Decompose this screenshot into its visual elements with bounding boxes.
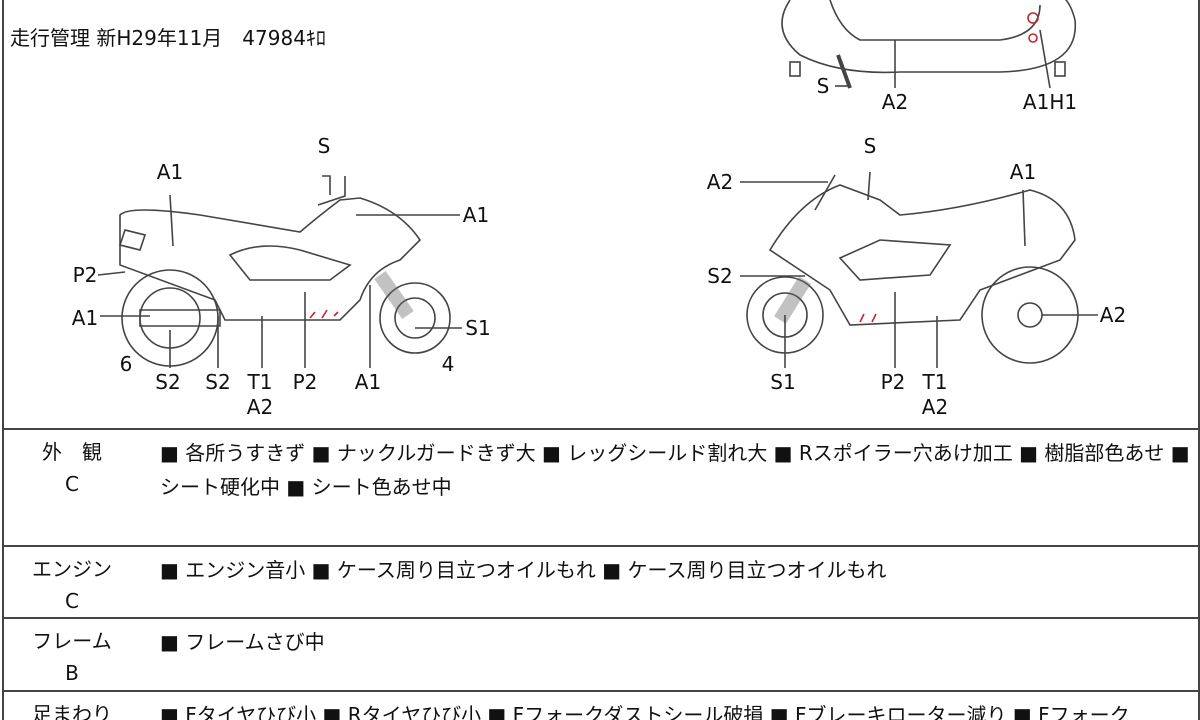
section-grade: B [65, 661, 79, 685]
right-side-motorcycle [740, 171, 1098, 368]
top-view-motorcycle [781, 0, 1077, 89]
part-label: A1 [354, 370, 382, 394]
part-label: A2 [881, 90, 909, 114]
part-label: S2 [205, 370, 231, 394]
part-label: P2 [72, 263, 98, 287]
section-title: 外 観 [42, 440, 102, 464]
part-label: 4 [441, 352, 455, 376]
section-notes: ■ 各所うすきず ■ ナックルガードきず大 ■ レッグシールド割れ大 ■ Rスポ… [160, 441, 1190, 499]
section-notes: ■ Fタイヤひび小 ■ Rタイヤひび小 ■ Fフォークダストシール破損 ■ Fブ… [160, 703, 1130, 720]
section-label: 足まわり [2, 698, 142, 720]
part-label: A2 [921, 395, 949, 419]
part-label: S2 [155, 370, 181, 394]
section-frame: フレーム B ■ フレームさび中 [2, 617, 1198, 690]
part-label: A2 [246, 395, 274, 419]
part-label: T1 [247, 370, 273, 394]
part-label: A2 [706, 170, 734, 194]
section-exterior: 外 観 C ■ 各所うすきず ■ ナックルガードきず大 ■ レッグシールド割れ大 … [2, 428, 1198, 545]
mileage-info: 走行管理 新H29年11月 47984ｷﾛ [10, 26, 326, 50]
part-label: T1 [922, 370, 948, 394]
part-label: A1 [462, 203, 490, 227]
part-label: S2 [707, 264, 733, 288]
part-label: S [816, 74, 830, 98]
section-label: フレーム B [2, 625, 142, 689]
section-grade: C [65, 472, 79, 496]
part-label: S1 [465, 316, 491, 340]
part-label: S1 [770, 370, 796, 394]
part-label: S [317, 134, 331, 158]
section-engine: エンジン C ■ エンジン音小 ■ ケース周り目立つオイルもれ ■ ケース周り目立… [2, 545, 1198, 617]
section-title: エンジン [32, 557, 112, 581]
section-suspension: 足まわり ■ Fタイヤひび小 ■ Rタイヤひび小 ■ Fフォークダストシール破損… [2, 690, 1198, 720]
section-label: エンジン C [2, 553, 142, 617]
part-label: A1 [156, 160, 184, 184]
left-side-motorcycle [97, 175, 462, 368]
part-label: A1H1 [1022, 90, 1078, 114]
part-label: A1 [1009, 160, 1037, 184]
section-label: 外 観 C [2, 436, 142, 500]
part-label: A2 [1099, 303, 1127, 327]
part-label: 6 [119, 352, 133, 376]
section-title: フレーム [32, 629, 112, 653]
section-grade: C [65, 589, 79, 613]
section-notes: ■ エンジン音小 ■ ケース周り目立つオイルもれ ■ ケース周り目立つオイルもれ [160, 558, 887, 582]
motorcycle-diagram [97, 0, 1098, 368]
part-label: S [863, 134, 877, 158]
part-label: A1 [71, 306, 99, 330]
section-notes: ■ フレームさび中 [160, 630, 325, 654]
section-title: 足まわり [32, 702, 112, 720]
part-label: P2 [292, 370, 318, 394]
part-label: P2 [880, 370, 906, 394]
